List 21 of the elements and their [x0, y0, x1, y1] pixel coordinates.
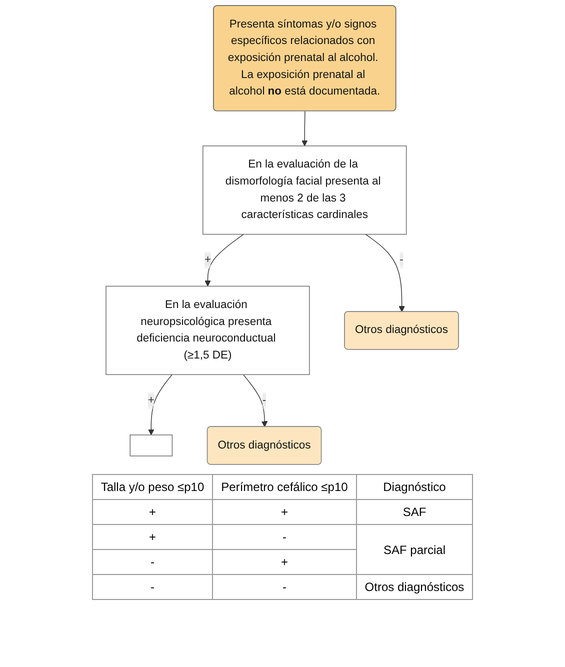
table-cell: + [92, 500, 213, 524]
table-cell: Perímetro cefálico ≤p10 [212, 474, 356, 500]
edge-label: + [204, 254, 212, 266]
table-cell: + [92, 524, 213, 550]
arrow [302, 110, 308, 146]
table-cell: - [212, 574, 356, 600]
table-cell: SAF parcial [356, 524, 473, 574]
table-cell: - [92, 550, 213, 574]
table-cell: + [212, 500, 356, 524]
table-cell: SAF [356, 500, 473, 524]
table-cell: - [212, 524, 356, 550]
node-box [130, 434, 173, 456]
table-cell: Talla y/o peso ≤p10 [92, 474, 213, 500]
node-box: En la evaluación de la dismorfología facial presenta al menos 2 de las 3 características cardinales [202, 146, 407, 235]
table-cell: Diagnóstico [356, 474, 473, 500]
table-cell: Otros diagnósticos [356, 574, 473, 600]
edge-label: - [400, 254, 404, 266]
table-cell: - [92, 574, 213, 600]
edge-label: + [148, 394, 155, 406]
node-box: En la evaluación neuropsicológica presenta deficiencia neuroconductual (≥1,5 DE) [106, 286, 310, 375]
edge-label: - [262, 394, 266, 406]
